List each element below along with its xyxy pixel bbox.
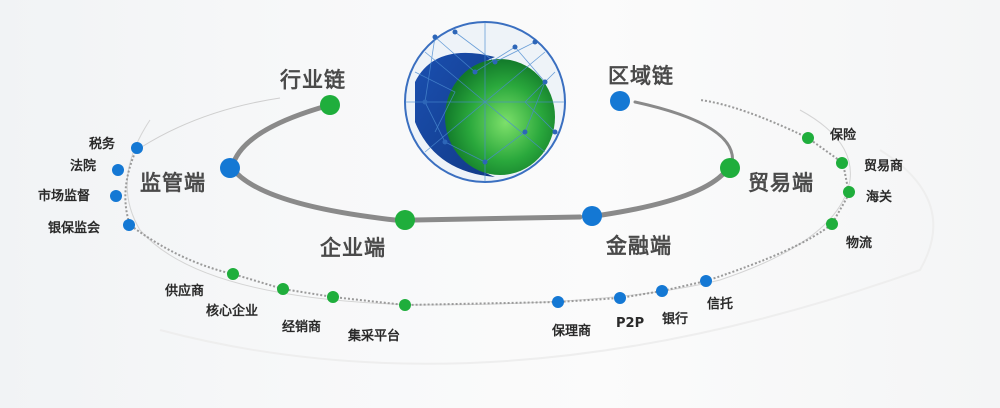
node-tax[interactable]: [131, 142, 143, 154]
node-court[interactable]: [112, 164, 124, 176]
label-logistics: 物流: [846, 236, 873, 251]
node-trader[interactable]: [836, 157, 848, 169]
label-p2p: P2P: [616, 316, 645, 331]
label-supplier: 供应商: [165, 284, 205, 299]
node-trade-end[interactable]: [720, 158, 740, 178]
label-distributor: 经销商: [282, 320, 322, 335]
node-insurance[interactable]: [802, 132, 814, 144]
label-regulator-end: 监管端: [140, 171, 206, 195]
label-core-enterprise: 核心企业: [206, 304, 259, 319]
label-cbirc: 银保监会: [48, 221, 101, 236]
label-industry-chain: 行业链: [280, 68, 346, 92]
node-trust[interactable]: [700, 275, 712, 287]
label-insurance: 保险: [830, 128, 857, 143]
label-trader: 贸易商: [864, 159, 904, 174]
node-customs[interactable]: [843, 186, 855, 198]
node-logistics[interactable]: [826, 218, 838, 230]
label-factor: 保理商: [552, 324, 592, 339]
node-market-supervision[interactable]: [110, 190, 122, 202]
node-distributor[interactable]: [327, 291, 339, 303]
label-enterprise-end: 企业端: [320, 236, 386, 260]
node-industry-chain[interactable]: [320, 95, 340, 115]
node-supplier[interactable]: [227, 268, 239, 280]
label-court: 法院: [70, 159, 97, 174]
globe-network-icon: [404, 21, 566, 183]
node-factor[interactable]: [552, 296, 564, 308]
node-bank[interactable]: [656, 285, 668, 297]
node-regional-chain[interactable]: [610, 91, 630, 111]
label-bank: 银行: [662, 312, 689, 327]
node-cbirc[interactable]: [123, 219, 135, 231]
label-finance-end: 金融端: [606, 234, 672, 258]
node-enterprise-end[interactable]: [395, 210, 415, 230]
label-market-supervision: 市场监督: [38, 189, 91, 204]
label-tax: 税务: [89, 137, 116, 152]
node-regulator-end[interactable]: [220, 158, 240, 178]
label-regional-chain: 区域链: [608, 64, 674, 88]
label-customs: 海关: [866, 190, 893, 205]
node-core-enterprise[interactable]: [277, 283, 289, 295]
node-finance-end[interactable]: [582, 206, 602, 226]
label-trust: 信托: [707, 297, 734, 312]
node-p2p[interactable]: [614, 292, 626, 304]
label-trade-end: 贸易端: [748, 171, 814, 195]
label-procurement-platform: 集采平台: [348, 329, 401, 344]
node-procurement-platform[interactable]: [399, 299, 411, 311]
